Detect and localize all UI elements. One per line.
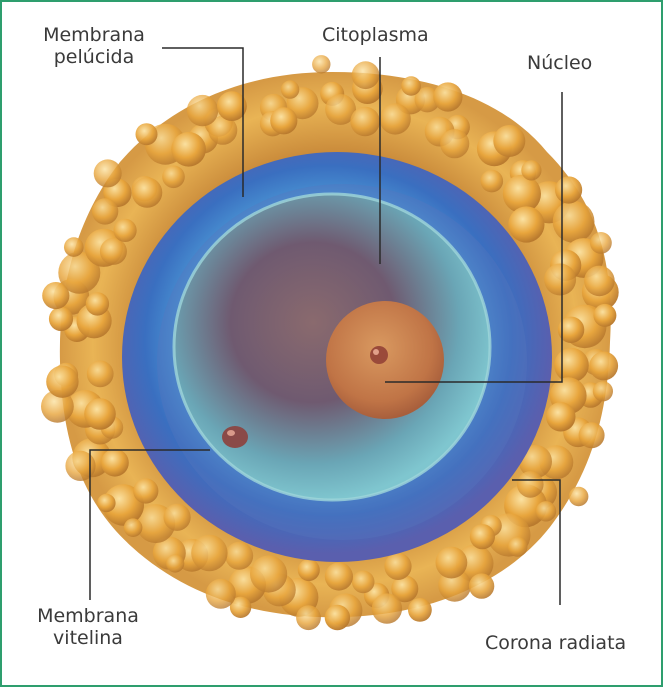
corona-cell xyxy=(593,381,613,401)
corona-cell xyxy=(508,206,544,242)
label-citoplasma: Citoplasma xyxy=(322,24,429,46)
corona-cell xyxy=(481,170,504,193)
corona-cell xyxy=(191,535,227,571)
corona-cell xyxy=(554,348,589,383)
corona-cell xyxy=(250,555,287,592)
corona-cell xyxy=(517,471,544,498)
corona-cell xyxy=(65,451,95,481)
corona-cell xyxy=(206,579,236,609)
corona-cell xyxy=(124,518,143,537)
corona-cell xyxy=(325,562,353,590)
corona-cell xyxy=(521,160,541,180)
corona-cell xyxy=(312,55,330,73)
corona-cell xyxy=(536,501,556,521)
corona-cell xyxy=(64,237,84,257)
corona-cell xyxy=(225,542,253,570)
corona-cell xyxy=(84,398,116,430)
corona-cell xyxy=(352,61,380,89)
corona-cell xyxy=(92,198,118,224)
corona-cell xyxy=(164,504,191,531)
corona-cell xyxy=(162,166,185,189)
corona-cell xyxy=(380,103,411,134)
corona-cell xyxy=(133,478,158,503)
corona-cell xyxy=(46,366,78,398)
corona-cell xyxy=(433,82,462,111)
corona-cell xyxy=(87,361,114,388)
corona-cell xyxy=(372,593,402,623)
corona-cell xyxy=(440,129,469,158)
label-membrana-pelucida-line2: pelúcida xyxy=(36,46,152,68)
corona-cell xyxy=(101,449,129,477)
corona-cell xyxy=(493,125,525,157)
corona-cell xyxy=(553,201,595,243)
corona-cell xyxy=(132,177,162,207)
label-membrana-pelucida: Membrana pelúcida xyxy=(36,24,152,68)
corona-cell xyxy=(281,80,299,98)
corona-cell xyxy=(100,238,127,265)
label-membrana-vitelina: Membrana vitelina xyxy=(30,605,146,649)
corona-cell xyxy=(508,537,528,557)
nucleolus xyxy=(370,346,388,364)
label-membrana-pelucida-line1: Membrana xyxy=(36,24,152,46)
corona-cell xyxy=(42,282,69,309)
label-membrana-vitelina-line1: Membrana xyxy=(30,605,146,627)
label-membrana-vitelina-line2: vitelina xyxy=(30,627,146,649)
corona-cell xyxy=(469,573,494,598)
corona-cell xyxy=(86,292,109,315)
corona-cell xyxy=(187,95,218,126)
corona-cell xyxy=(114,219,137,242)
polar-body xyxy=(222,426,248,448)
corona-cell xyxy=(544,264,576,296)
corona-cell xyxy=(97,494,115,512)
corona-cell xyxy=(350,107,380,137)
corona-cell xyxy=(49,307,73,331)
corona-cell xyxy=(546,402,575,431)
corona-cell xyxy=(298,559,320,581)
corona-cell xyxy=(136,123,158,145)
corona-cell xyxy=(352,571,375,594)
corona-cell xyxy=(590,232,612,254)
corona-cell xyxy=(166,554,184,572)
corona-cell xyxy=(94,159,122,187)
corona-cell xyxy=(589,352,618,381)
corona-cell xyxy=(270,107,297,134)
corona-cell xyxy=(470,524,495,549)
corona-cell xyxy=(401,76,421,96)
corona-cell xyxy=(569,487,589,507)
corona-cell xyxy=(555,176,582,203)
corona-cell xyxy=(408,598,432,622)
label-nucleo: Núcleo xyxy=(527,52,592,74)
corona-cell xyxy=(436,547,468,579)
corona-cell xyxy=(171,132,206,167)
corona-cell xyxy=(584,266,615,297)
corona-cell xyxy=(579,422,605,448)
corona-cell xyxy=(384,553,411,580)
corona-cell xyxy=(593,304,616,327)
label-corona-radiata: Corona radiata xyxy=(485,632,626,654)
corona-cell xyxy=(296,605,321,630)
corona-cell xyxy=(325,605,350,630)
